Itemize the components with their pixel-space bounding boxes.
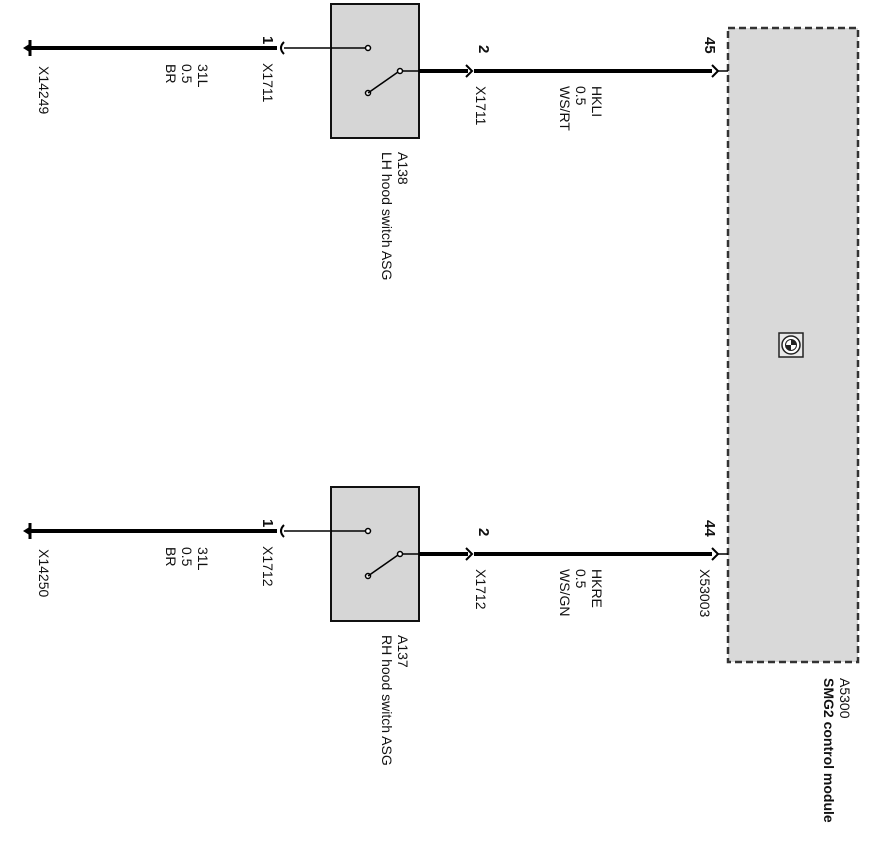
left-circuit: 1 2 45 X14249 31L 0.5 BR X1711 X1711 HKL…	[23, 3, 728, 280]
wire-sig-spec-right-1: HKRE	[589, 569, 605, 608]
wire-sig-spec-right-3: WS/GN	[557, 569, 573, 616]
ground-label-x14250: X14250	[36, 549, 52, 597]
wire-sig-spec-left-2: 0.5	[573, 86, 589, 106]
wire-gnd-spec-right-2: 0.5	[179, 547, 195, 567]
pin-1-label-right: 1	[259, 519, 276, 527]
switch-contact-right	[367, 554, 399, 577]
pin-45-connector	[711, 64, 720, 78]
connector-out-label-right: X1712	[473, 569, 489, 610]
ground-terminal-left	[23, 40, 32, 56]
switch-id-a138: A138	[395, 152, 411, 185]
switch-id-a137: A137	[395, 635, 411, 668]
rh-hood-switch[interactable]	[330, 486, 420, 622]
pin-1-connector-left	[280, 41, 285, 55]
wire-gnd-spec-right-3: BR	[163, 547, 179, 566]
pin-45-label: 45	[701, 37, 718, 54]
pin-44-label: 44	[701, 520, 718, 537]
wire-sig-spec-left-3: WS/RT	[557, 86, 573, 131]
pin-44-connector	[711, 547, 720, 561]
bmw-logo-icon	[778, 332, 804, 358]
connector-in-label-right: X1712	[260, 546, 276, 587]
lh-hood-switch[interactable]	[330, 3, 420, 139]
pin-1-connector-right	[280, 524, 285, 538]
pin-2-label-right: 2	[475, 528, 492, 536]
module-connector-label: X53003	[697, 569, 713, 617]
connector-in-label-left: X1711	[260, 63, 276, 103]
connector-out-label-left: X1711	[473, 86, 489, 126]
wire-sig-spec-right-2: 0.5	[573, 569, 589, 589]
ground-label-x14249: X14249	[36, 66, 52, 114]
wire-gnd-spec-left-3: BR	[163, 64, 179, 83]
pin-1-label-left: 1	[259, 36, 276, 44]
wire-sig-spec-left-1: HKLI	[589, 86, 605, 117]
ground-terminal-right	[23, 523, 32, 539]
module-name: SMG2 control module	[821, 678, 837, 823]
module-id-a5300: A5300	[837, 678, 853, 719]
switch-name-rh: RH hood switch ASG	[379, 635, 395, 766]
pin-2-connector-right	[465, 547, 474, 561]
switch-name-lh: LH hood switch ASG	[379, 152, 395, 280]
pin-2-connector-left	[465, 64, 474, 78]
pin-2-label-left: 2	[475, 45, 492, 53]
wire-gnd-spec-left-2: 0.5	[179, 64, 195, 84]
wire-gnd-spec-left-1: 31L	[195, 64, 211, 88]
right-circuit: 1 2 44 X14250 31L 0.5 BR X1712 X1712 HKR…	[23, 486, 728, 766]
wire-gnd-spec-right-1: 31L	[195, 547, 211, 571]
smg2-control-module[interactable]	[726, 26, 860, 664]
switch-contact-left	[367, 71, 399, 94]
